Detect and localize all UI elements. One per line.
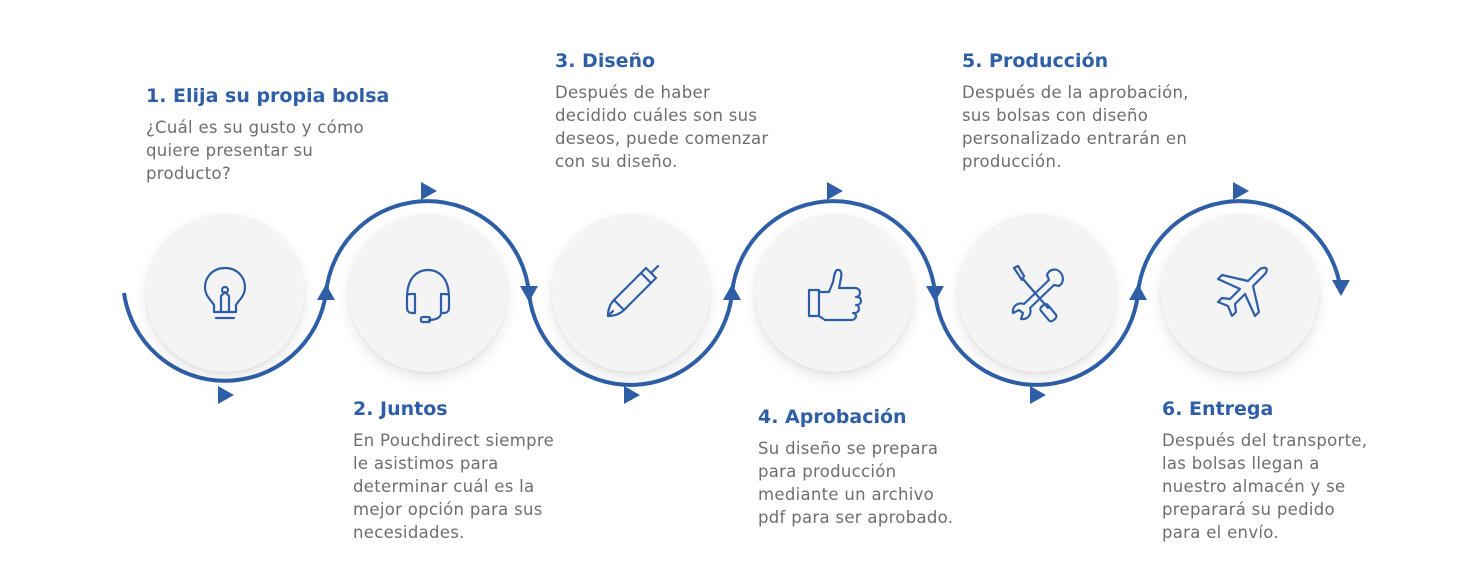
step-1-text: 1. Elija su propia bolsa ¿Cuál es su gus… <box>146 84 396 185</box>
arrow-3-end <box>723 284 741 300</box>
arrow-5-end <box>1129 284 1147 300</box>
arrow-4-end <box>926 286 944 302</box>
step-3-description: Después de haber decidido cuáles son sus… <box>555 83 769 171</box>
pen-icon <box>606 264 660 318</box>
arrow-2-end <box>520 286 538 302</box>
arrow-1-mid <box>218 386 234 404</box>
step-2-description: En Pouchdirect siempre le asistimos para… <box>353 431 555 542</box>
step-6-text: 6. Entrega Después del transporte, las b… <box>1162 397 1412 544</box>
step-4-title: 4. Aprobación <box>758 406 907 428</box>
step-2-circle <box>349 214 507 372</box>
step-4-circle <box>755 214 913 372</box>
arrow-6-mid <box>1233 182 1249 200</box>
thumbs-up-icon <box>807 268 863 322</box>
step-6-title: 6. Entrega <box>1162 398 1274 420</box>
step-1-description: ¿Cuál es su gusto y cómo quiere presenta… <box>146 118 364 183</box>
step-4-text: 4. Aprobación Su diseño se prepara para … <box>758 405 1008 529</box>
step-5-description: Después de la aprobación, sus bolsas con… <box>962 83 1189 171</box>
step-3-title: 3. Diseño <box>555 50 656 72</box>
step-5-title: 5. Producción <box>962 50 1109 72</box>
arrow-1-end <box>317 284 335 300</box>
step-3-circle <box>552 214 710 372</box>
airplane-icon <box>1216 266 1268 318</box>
arrow-5-mid <box>1030 386 1046 404</box>
step-5-circle <box>958 214 1116 372</box>
step-2-title: 2. Juntos <box>353 398 448 420</box>
step-6-description: Después del transporte, las bolsas llega… <box>1162 431 1368 542</box>
tools-icon <box>1011 264 1064 323</box>
arrow-final <box>1332 280 1350 296</box>
headset-icon <box>405 268 451 324</box>
arrow-4-mid <box>827 182 843 200</box>
step-1-title: 1. Elija su propia bolsa <box>146 85 390 107</box>
step-5-text: 5. Producción Después de la aprobación, … <box>962 49 1212 173</box>
step-4-description: Su diseño se prepara para producción med… <box>758 439 954 527</box>
lightbulb-icon <box>203 266 247 320</box>
step-6-circle <box>1161 214 1319 372</box>
step-2-text: 2. Juntos En Pouchdirect siempre le asis… <box>353 397 603 544</box>
arrow-2-mid <box>421 182 437 200</box>
arrow-3-mid <box>624 386 640 404</box>
step-3-text: 3. Diseño Después de haber decidido cuál… <box>555 49 805 173</box>
step-1-circle <box>146 214 304 372</box>
